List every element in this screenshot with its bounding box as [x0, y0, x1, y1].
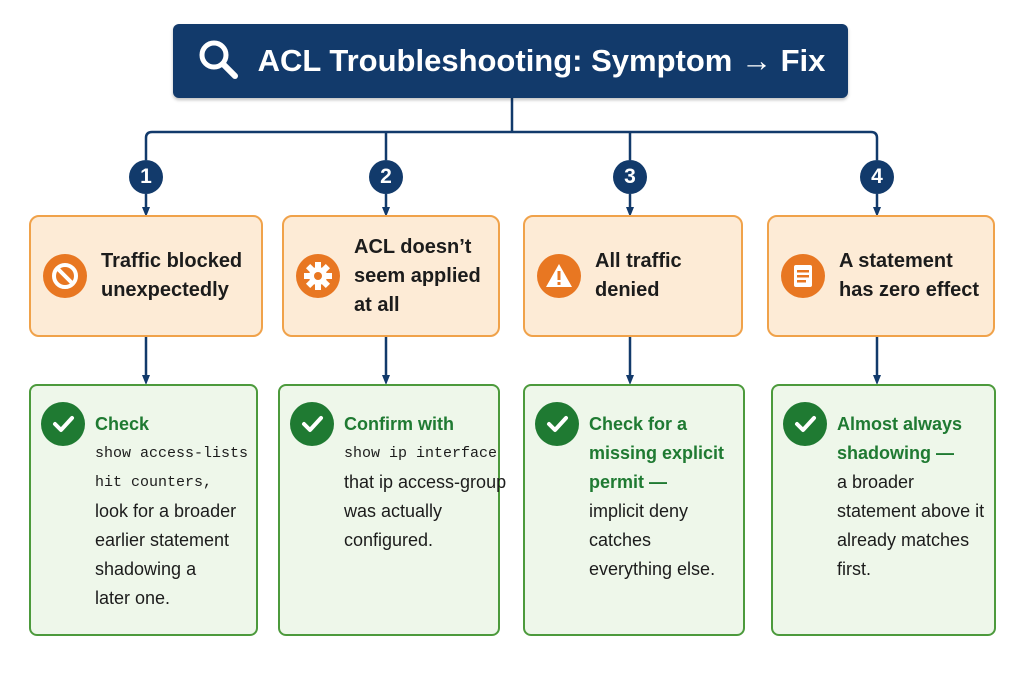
fix-line: Check	[95, 414, 150, 434]
title-banner: ACL Troubleshooting: Symptom → Fix	[173, 24, 848, 98]
fix-line: configured.	[344, 530, 434, 550]
fix-line: first.	[837, 559, 871, 579]
fix-box-3: Check for a missing explicit permit — impli…	[523, 384, 745, 636]
fix-line: catches	[589, 530, 652, 550]
fix-line: shadowing —	[837, 443, 954, 463]
fix-line: show access-lists	[95, 445, 249, 462]
fix-line: later one.	[95, 588, 171, 608]
step-badge-1: 1	[129, 160, 163, 194]
fix-line: Check for a	[589, 414, 688, 434]
checkmark-icon	[535, 402, 579, 446]
fix-line: show ip interface	[344, 445, 498, 462]
branch-line	[144, 130, 879, 160]
fix-line: a broader	[837, 472, 915, 492]
fix-line: Confirm with	[344, 414, 454, 434]
fix-line: Almost always	[837, 414, 963, 434]
gear-icon	[296, 254, 340, 298]
blocked-icon	[43, 254, 87, 298]
fix-line: everything else.	[589, 559, 716, 579]
step-badge-4: 4	[860, 160, 894, 194]
fix-text: Check show access-lists hit counters, look …	[95, 410, 252, 613]
fix-box-2: Confirm with show ip interface that ip acc…	[278, 384, 507, 636]
fix-box-1: Check show access-lists hit counters, look …	[29, 384, 258, 636]
fix-text: Almost always shadowing — a broader stateme…	[837, 410, 990, 584]
fix-line: hit counters,	[95, 474, 213, 491]
checkmark-icon	[290, 402, 334, 446]
step-badge-2: 2	[369, 160, 403, 194]
fix-line: permit —	[589, 472, 668, 492]
fix-line: look for a broader	[95, 501, 237, 521]
fix-box-4: Almost always shadowing — a broader stateme…	[771, 384, 996, 636]
symptom-box-1: Traffic blocked unexpectedly	[29, 215, 263, 337]
symptom-label: All traffic denied	[595, 250, 682, 301]
warning-icon	[537, 254, 581, 298]
fix-text: Check for a missing explicit permit — impli…	[589, 410, 739, 584]
symptom-label: ACL doesn’t seem applied at all	[354, 235, 481, 316]
fix-line: that ip access-group	[344, 472, 507, 492]
fix-line: earlier statement	[95, 530, 230, 550]
fix-line: missing explicit	[589, 443, 725, 463]
page-title: ACL Troubleshooting: Symptom → Fix	[257, 43, 826, 78]
checkmark-icon	[41, 402, 85, 446]
symptom-label: Traffic blocked unexpectedly	[101, 250, 243, 301]
fix-line: was actually	[344, 501, 443, 521]
search-icon	[196, 37, 240, 86]
document-icon	[781, 254, 825, 298]
symptom-box-2: ACL doesn’t seem applied at all	[282, 215, 500, 337]
fix-line: statement above it	[837, 501, 985, 521]
fix-line: already matches	[837, 530, 970, 550]
checkmark-icon	[783, 402, 827, 446]
fix-line: shadowing a	[95, 559, 197, 579]
fix-line: implicit deny	[589, 501, 689, 521]
symptom-box-3: All traffic denied	[523, 215, 743, 337]
symptom-box-4: A statement has zero effect	[767, 215, 995, 337]
step-badge-3: 3	[613, 160, 647, 194]
fix-text: Confirm with show ip interface that ip acc…	[344, 410, 507, 555]
symptom-label: A statement has zero effect	[839, 250, 980, 301]
